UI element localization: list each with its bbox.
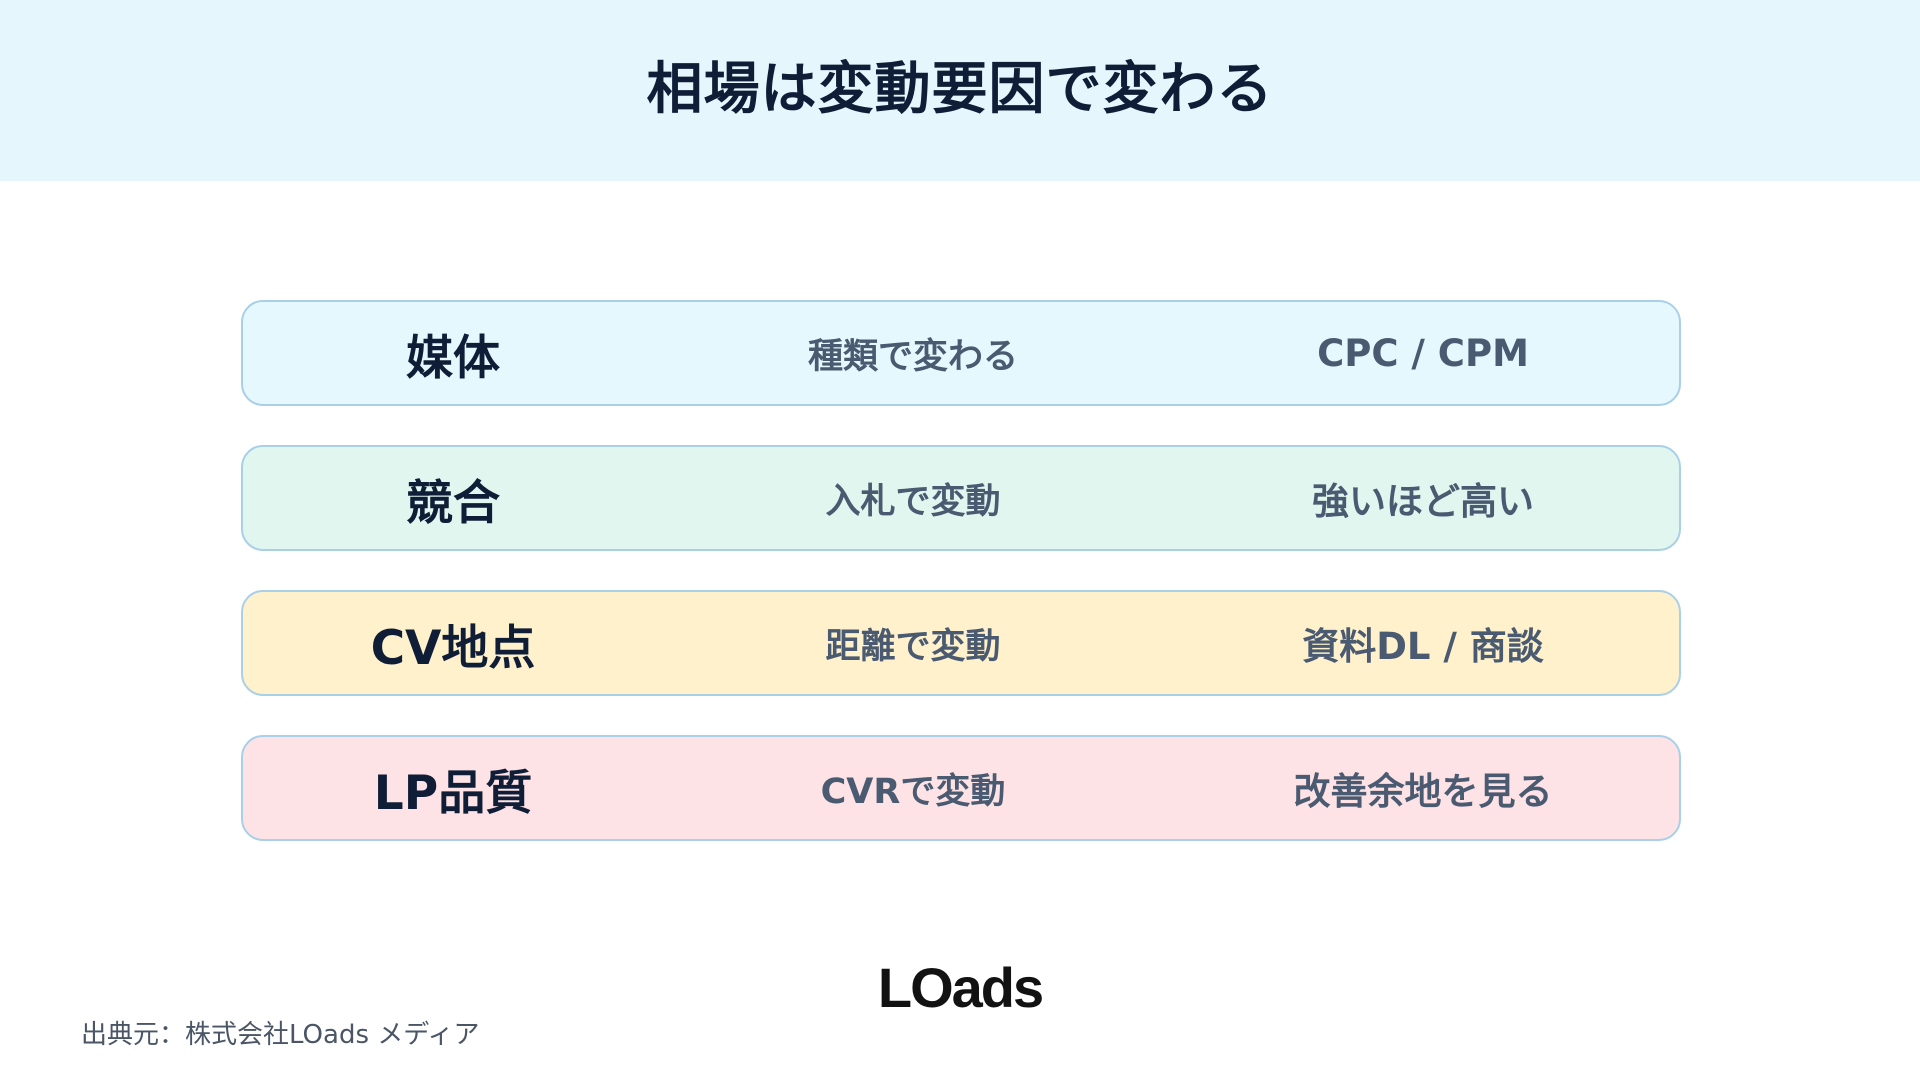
factor-metric: CPC / CPM xyxy=(1317,331,1529,375)
factor-effect: CVRで変動 xyxy=(820,771,1006,812)
factor-metric: 改善余地を見る xyxy=(1293,770,1553,813)
factor-row-competition: 競合 入札で変動 強いほど高い xyxy=(241,445,1681,551)
source-credit: 出典元：株式会社LOads メディア xyxy=(81,1020,480,1050)
page-title: 相場は変動要因で変わる xyxy=(646,57,1274,122)
factor-label: 競合 xyxy=(406,475,500,531)
factor-row-cv-point: CV地点 距離で変動 資料DL / 商談 xyxy=(241,590,1681,696)
factor-metric: 強いほど高い xyxy=(1312,480,1534,523)
loads-logo: LOads xyxy=(877,956,1044,1019)
factor-list: 媒体 種類で変わる CPC / CPM 競合 入札で変動 強いほど高い CV地点… xyxy=(241,300,1681,880)
factor-effect: 入札で変動 xyxy=(825,481,1001,522)
factor-label: LP品質 xyxy=(373,765,533,821)
factor-metric: 資料DL / 商談 xyxy=(1302,625,1544,668)
factor-effect: 種類で変わる xyxy=(807,336,1018,377)
factor-row-media: 媒体 種類で変わる CPC / CPM xyxy=(241,300,1681,406)
factor-row-lp-quality: LP品質 CVRで変動 改善余地を見る xyxy=(241,735,1681,841)
header-band xyxy=(0,0,1920,181)
factor-label: 媒体 xyxy=(406,330,500,386)
factor-effect: 距離で変動 xyxy=(825,626,1001,667)
factor-label: CV地点 xyxy=(370,620,536,676)
